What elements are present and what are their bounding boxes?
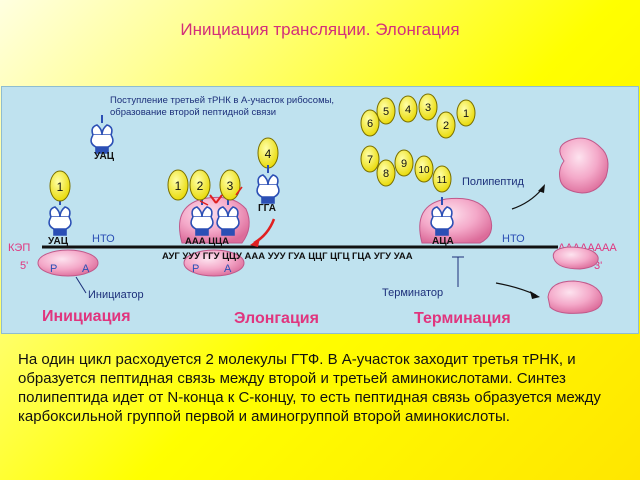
svg-text:7: 7 [367, 154, 373, 166]
three-prime-label: 3' [594, 260, 602, 272]
svg-text:6: 6 [367, 118, 373, 130]
released-subunit-large [547, 280, 603, 314]
nto-right-label: НТО [502, 233, 525, 245]
five-prime-label: 5' [20, 260, 28, 272]
elong-site-p: Р [192, 263, 199, 275]
polypeptide-arrow-icon [511, 184, 545, 210]
diagram-canvas: Поступление третьей тРНК в А-участок риб… [8, 93, 617, 327]
elong-site-a: А [224, 263, 232, 275]
svg-text:10: 10 [418, 165, 430, 176]
init-site-a: А [82, 263, 90, 275]
polypeptide-label: Полипептид [462, 176, 525, 188]
caption-text: На один цикл расходуется 2 молекулы ГТФ.… [18, 351, 601, 425]
polypeptide-chain-top: 5 4 3 1 6 2 [360, 93, 476, 139]
released-subunit-small [552, 246, 599, 270]
note-line-2: образование второй пептидной связи [110, 107, 276, 118]
slide-title: Инициация трансляции. Элонгация [180, 20, 460, 39]
incoming-anticodon: ГГА [258, 203, 276, 214]
svg-text:2: 2 [197, 179, 204, 193]
svg-text:1: 1 [175, 179, 182, 193]
svg-text:2: 2 [443, 120, 449, 132]
free-trna-anticodon: УАЦ [94, 151, 115, 162]
polypeptide-chain-bottom: 7 9 10 8 11 [360, 145, 452, 193]
peptide-bond-arrows [199, 186, 243, 206]
svg-text:1: 1 [463, 108, 469, 120]
svg-text:11: 11 [437, 175, 448, 186]
cap-label: КЭП [8, 242, 30, 254]
stage-elongation: Элонгация [234, 310, 319, 327]
svg-text:3: 3 [227, 179, 234, 193]
release-arrow-icon [495, 282, 540, 299]
init-site-p: Р [50, 263, 57, 275]
svg-text:8: 8 [383, 168, 389, 180]
nto-left-label: НТО [92, 233, 115, 245]
note-line-1: Поступление третьей тРНК в А-участок риб… [110, 95, 334, 106]
init-trna-icon [48, 196, 72, 236]
released-polypeptide [559, 137, 609, 194]
initiator-label: Инициатор [88, 289, 144, 301]
svg-text:5: 5 [383, 106, 389, 118]
free-trna-icon [90, 114, 114, 154]
svg-text:1: 1 [57, 180, 64, 194]
incoming-aa-4: 4 [257, 137, 279, 169]
elong-aa-1: 1 [167, 169, 189, 201]
initiator-pointer [75, 276, 87, 294]
init-anticodon: УАЦ [48, 236, 69, 247]
translation-diagram: Поступление третьей тРНК в А-участок риб… [1, 86, 639, 334]
elong-aa-3: 3 [219, 169, 241, 201]
svg-text:3: 3 [425, 102, 431, 114]
elong-aa-2: 2 [189, 169, 211, 201]
incoming-trna-icon [256, 164, 280, 204]
term-anticodon: АЦА [432, 236, 454, 247]
incoming-arrow-icon [250, 218, 276, 247]
stage-termination: Терминация [414, 310, 511, 327]
svg-text:4: 4 [265, 147, 272, 161]
stage-initiation: Инициация [42, 308, 131, 325]
initiation-ribosome [37, 249, 99, 277]
init-aa-1: 1 [49, 170, 71, 202]
terminator-label: Терминатор [382, 287, 443, 299]
elongation-ribosome-small [183, 249, 245, 277]
svg-text:9: 9 [401, 158, 407, 170]
svg-text:4: 4 [405, 104, 411, 116]
mrna-sequence: АУГ УУУ ГГУ ЦЦУ ААА УУУ ГУА ЦЦГ ЦГЦ ГЦА … [162, 251, 413, 262]
elong-anticodons: ААА ЦЦА [185, 236, 229, 247]
